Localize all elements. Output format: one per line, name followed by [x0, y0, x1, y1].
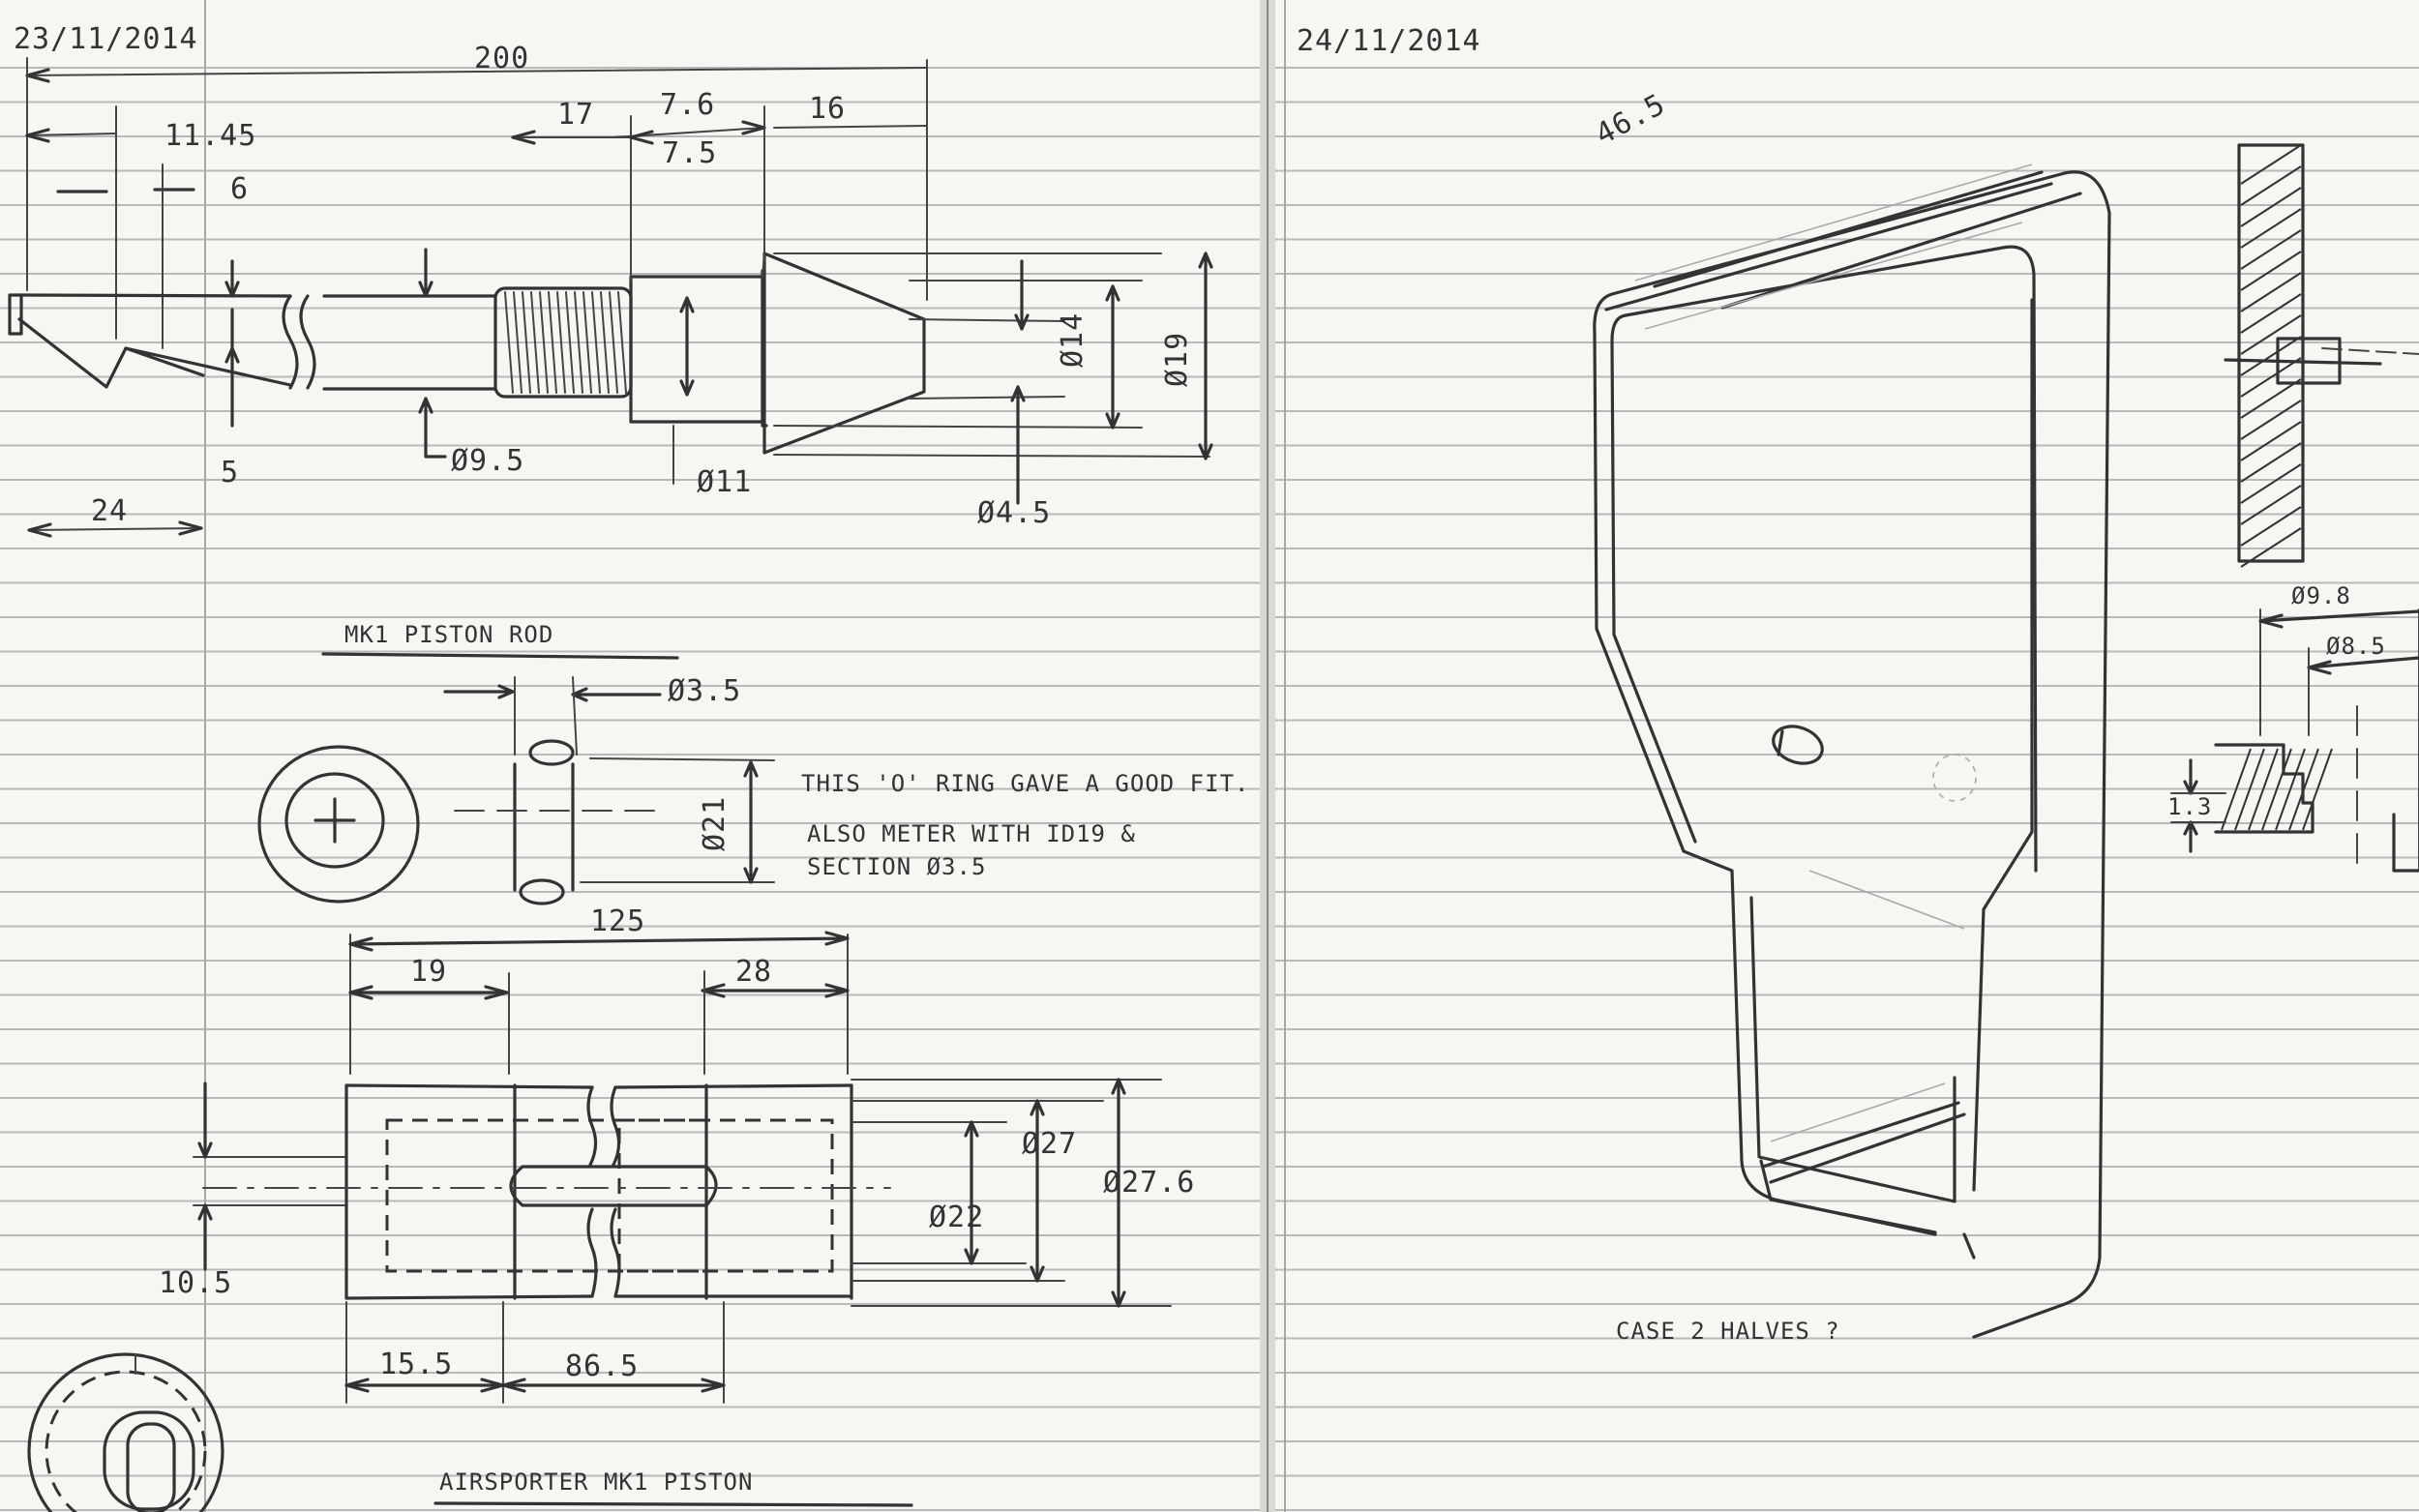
dim-overall-200: 200 — [474, 42, 529, 75]
rod-title: MK1 PISTON ROD — [344, 621, 553, 648]
ruled-lines — [0, 67, 2419, 1511]
dim-11-45: 11.45 — [164, 119, 256, 153]
dim-16: 16 — [809, 92, 846, 126]
dim-dia-19: Ø19 — [1160, 332, 1194, 387]
dim-dia-3-5: Ø3.5 — [668, 674, 741, 708]
case-sketch — [1593, 163, 2111, 1339]
dim-6: 6 — [230, 172, 249, 206]
piston-drawing: 125 19 28 Ø22 Ø27 Ø27.6 — [159, 904, 1195, 1404]
dim-dia-27: Ø27 — [1022, 1127, 1077, 1161]
dim-125: 125 — [590, 904, 645, 938]
dim-19-piston: 19 — [410, 955, 447, 989]
dim-dia-22: Ø22 — [929, 1201, 984, 1234]
section-detail — [2224, 143, 2419, 568]
right-page — [1275, 0, 2419, 1512]
dim-dia-9-5: Ø9.5 — [451, 444, 524, 478]
dim-dia-8-5: Ø8.5 — [2326, 633, 2386, 660]
dim-dia-21: Ø21 — [698, 796, 732, 851]
piston-rod-drawing: 200 11.45 6 5 24 Ø9.5 — [8, 42, 1213, 538]
case-note: CASE 2 HALVES ? — [1616, 1318, 1840, 1345]
oring-note-line2: ALSO METER WITH ID19 & — [807, 820, 1136, 847]
left-date: 23/11/2014 — [14, 22, 198, 56]
dim-dia-9-8: Ø9.8 — [2291, 582, 2351, 609]
dim-dia-4-5: Ø4.5 — [977, 496, 1051, 530]
dim-10-5: 10.5 — [159, 1266, 232, 1300]
dim-7-6: 7.6 — [660, 88, 715, 122]
dim-1-3: 1.3 — [2167, 793, 2212, 820]
dim-dia-14: Ø14 — [1056, 312, 1090, 368]
oring-note-line3: SECTION Ø3.5 — [807, 853, 986, 880]
dim-24: 24 — [91, 494, 128, 528]
dim-7-5: 7.5 — [662, 136, 717, 170]
oring-note-line1: THIS 'O' RING GAVE A GOOD FIT. — [801, 770, 1249, 797]
dim-17: 17 — [557, 98, 594, 132]
dim-dia-11: Ø11 — [697, 465, 752, 499]
dim-15-5: 15.5 — [379, 1348, 453, 1381]
step-detail: Ø9.8 Ø8.5 1.3 — [2167, 582, 2419, 873]
right-date: 24/11/2014 — [1297, 24, 1481, 58]
dim-dia-27-6: Ø27.6 — [1103, 1166, 1195, 1200]
dim-86-5: 86.5 — [565, 1349, 639, 1383]
piston-title: AIRSPORTER MK1 PISTON — [439, 1468, 753, 1496]
o-ring-drawing: Ø3.5 Ø21 THIS 'O' RING GAVE A GOOD FIT. … — [257, 674, 1249, 905]
piston-end-view — [27, 1352, 224, 1512]
dim-28: 28 — [735, 955, 772, 989]
dim-5: 5 — [221, 456, 239, 489]
